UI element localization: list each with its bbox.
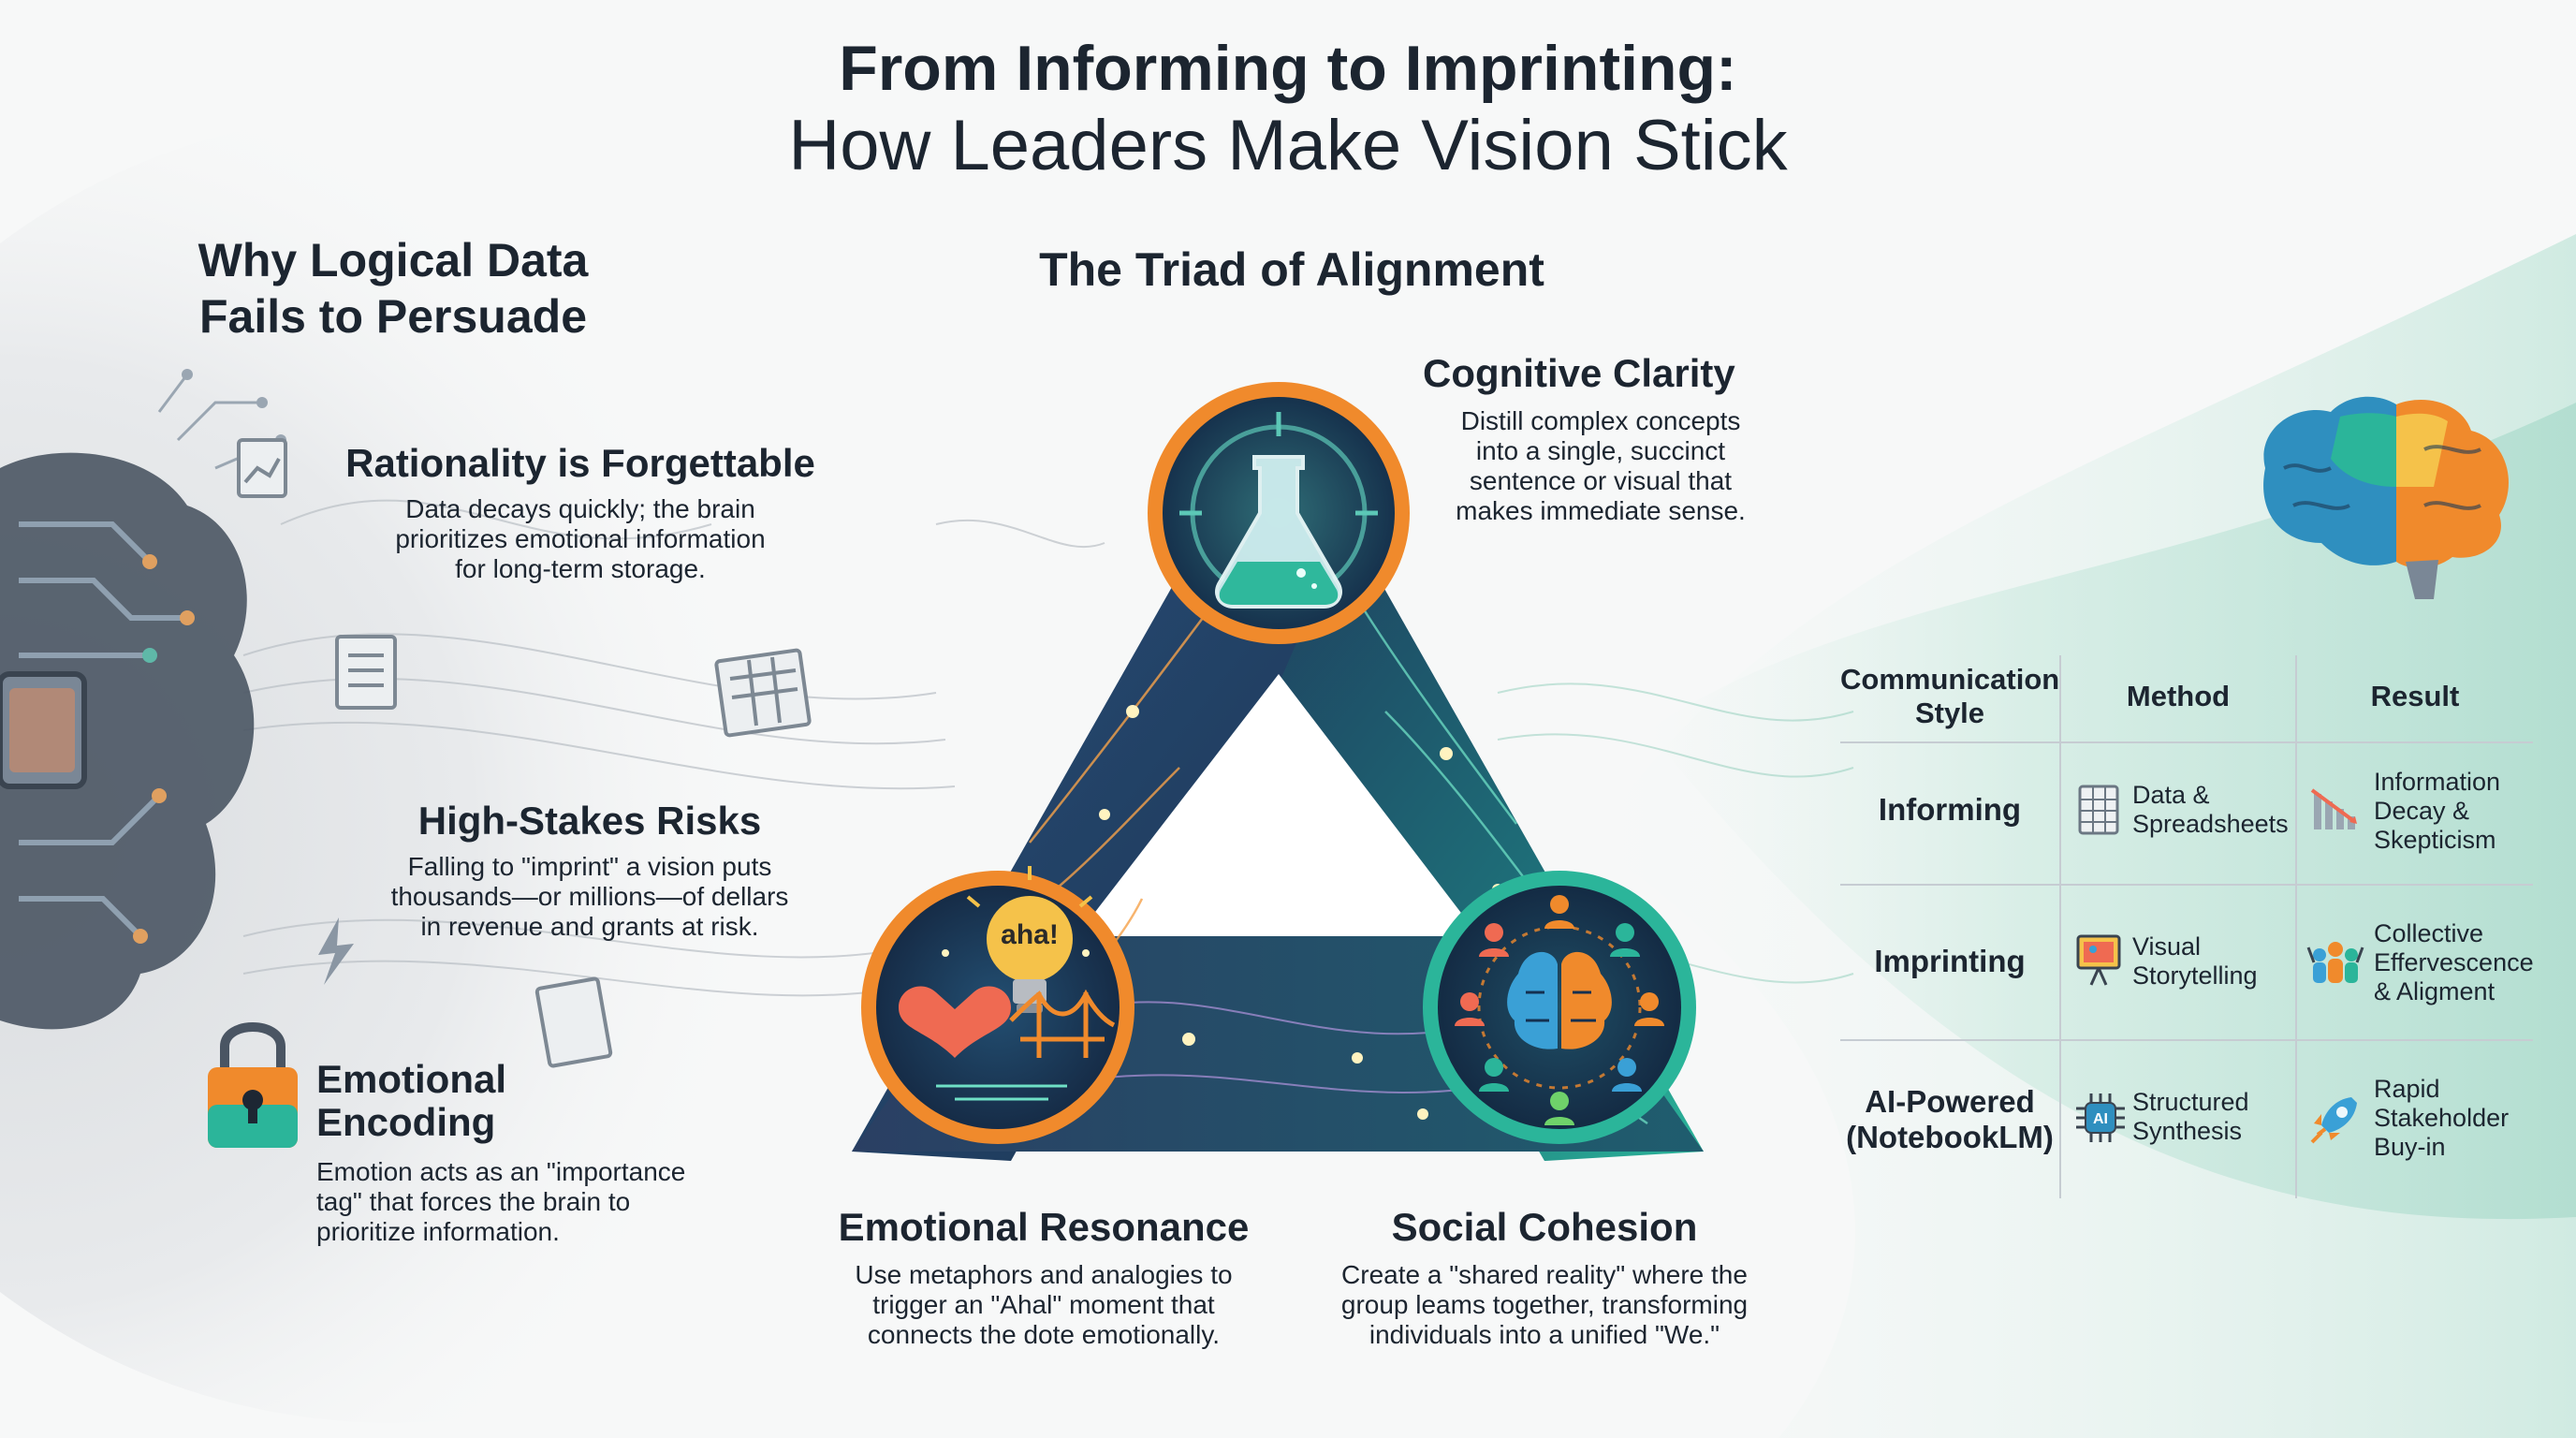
row-label-ai-powered: AI-Powered (NotebookLM) [1840, 1084, 2059, 1155]
cognitive-clarity-line-4: makes immediate sense. [1456, 496, 1746, 525]
cell-result-imprinting-line-1: Collective [2374, 919, 2484, 947]
cognitive-clarity-line-3: sentence or visual that [1469, 466, 1733, 495]
brain-icon [1507, 951, 1612, 1049]
cell-method-imprinting-line-2: Storytelling [2132, 961, 2258, 990]
high-stakes-line-1: Falling to "imprint" a vision puts [407, 852, 772, 881]
cell-method-informing-line-1: Data & [2132, 781, 2210, 809]
cell-method-informing-line-2: Spreadsheets [2132, 810, 2289, 838]
social-cohesion-line-2: group leams together, transforming [1340, 1290, 1749, 1319]
cell-result-ai-powered: Rapid Stakeholder Buy-in [2374, 1075, 2533, 1162]
triad-section-title: The Triad of Alignment [1039, 243, 1544, 296]
cell-result-ai-powered-line-1: Rapid [2374, 1075, 2440, 1103]
header-communication-style: Communication Style [1840, 663, 2059, 730]
cell-result-ai-powered-line-2: Stakeholder [2374, 1104, 2510, 1132]
emotional-resonance-node [861, 866, 1134, 1144]
row-label-imprinting: Imprinting [1874, 944, 2026, 978]
table-divider [1840, 741, 2533, 743]
heart-icon [899, 986, 1011, 1058]
social-cohesion-text: Create a "shared reality" where the grou… [1301, 1260, 1788, 1350]
table-divider [1840, 1039, 2533, 1041]
rationality-line-3: for long-term storage. [455, 554, 706, 583]
cell-method-imprinting: Visual Storytelling [2132, 932, 2301, 990]
social-cohesion-node [1423, 871, 1696, 1144]
colorful-brain-icon [2263, 396, 2509, 599]
cognitive-clarity-line-2: into a single, succinct [1475, 436, 1726, 465]
cell-method-ai-powered-line-2: Synthesis [2132, 1117, 2243, 1145]
ai-chip-label: AI [2093, 1111, 2108, 1127]
cell-result-informing-line-2: Decay & [2374, 797, 2470, 825]
emotional-resonance-heading: Emotional Resonance [838, 1205, 1250, 1249]
flask-icon [1215, 455, 1342, 609]
row-label-ai-powered-line-2: (NotebookLM) [1846, 1120, 2054, 1154]
main-title-line-1: From Informing to Imprinting: [839, 33, 1737, 104]
emotional-encoding-heading-line-1: Emotional [316, 1057, 507, 1101]
lightning-icon [318, 917, 354, 985]
header-result: Result [2370, 680, 2460, 712]
rationality-line-2: prioritizes emotional information [395, 524, 766, 553]
row-label-ai-powered-line-1: AI-Powered [1865, 1084, 2035, 1119]
aha-bulb-text: aha! [1001, 919, 1059, 950]
cell-result-informing: Information Decay & Skepticism [2374, 768, 2533, 855]
header-communication-style-line-1: Communication [1840, 663, 2060, 696]
left-section-title-line-2: Fails to Persuade [198, 290, 588, 343]
spreadsheet-icon [2078, 785, 2119, 835]
table-divider [2059, 655, 2061, 1198]
emotional-resonance-line-2: trigger an "Ahal" moment that [872, 1290, 1215, 1319]
social-cohesion-heading: Social Cohesion [1391, 1205, 1698, 1249]
ai-chip-icon: AI [2076, 1093, 2125, 1142]
row-label-informing: Informing [1878, 792, 2022, 827]
cognitive-clarity-node [1148, 382, 1410, 644]
social-cohesion-line-1: Create a "shared reality" where the [1341, 1260, 1748, 1289]
left-section-title: Why Logical Data Fails to Persuade [150, 232, 637, 345]
rationality-heading: Rationality is Forgettable [345, 441, 815, 485]
emotional-resonance-line-1: Use metaphors and analogies to [855, 1260, 1233, 1289]
header-communication-style-line-2: Style [1914, 697, 1985, 729]
emotional-encoding-text: Emotion acts as an "importance tag" that… [316, 1157, 766, 1247]
rocket-icon [2310, 1097, 2357, 1144]
cognitive-clarity-line-1: Distill complex concepts [1460, 406, 1741, 435]
emotional-encoding-heading-line-2: Encoding [316, 1100, 496, 1144]
emotional-encoding-line-3: prioritize information. [316, 1217, 560, 1246]
table-divider [1840, 884, 2533, 886]
cell-result-imprinting: Collective Effervescence & Aligment [2374, 919, 2534, 1006]
cell-result-imprinting-line-2: Effervescence [2374, 948, 2534, 976]
emotional-encoding-heading: Emotional Encoding [316, 1058, 653, 1144]
rationality-text: Data decays quickly; the brain prioritiz… [318, 494, 842, 584]
cell-result-informing-line-1: Information [2374, 768, 2501, 796]
emotional-resonance-line-3: connects the dote emotionally. [867, 1320, 1221, 1349]
emotional-encoding-line-2: tag" that forces the brain to [316, 1187, 631, 1216]
people-icons [1455, 895, 1664, 1125]
cognitive-clarity-heading: Cognitive Clarity [1423, 351, 1735, 395]
high-stakes-text: Falling to "imprint" a vision puts thous… [328, 852, 852, 942]
bridge-icon [1009, 989, 1116, 1058]
cell-method-imprinting-line-1: Visual [2132, 932, 2202, 961]
cell-method-informing: Data & Spreadsheets [2132, 781, 2301, 839]
table-divider [2295, 655, 2297, 1198]
padlock-icon [208, 1022, 298, 1148]
header-method: Method [2126, 680, 2231, 712]
cell-method-ai-powered-line-1: Structured [2132, 1088, 2249, 1116]
presentation-icon [2076, 934, 2121, 986]
cell-method-ai-powered: Structured Synthesis [2132, 1088, 2301, 1146]
rationality-line-1: Data decays quickly; the brain [405, 494, 755, 523]
high-stakes-line-2: thousands—or millions—of dellars [390, 882, 789, 911]
emotional-resonance-text: Use metaphors and analogies to trigger a… [805, 1260, 1282, 1350]
high-stakes-line-3: in revenue and grants at risk. [420, 912, 759, 941]
cell-result-ai-powered-line-3: Buy-in [2374, 1133, 2446, 1161]
emotional-encoding-line-1: Emotion acts as an "importance [316, 1157, 686, 1186]
group-cheer-icon [2306, 942, 2364, 983]
main-title-line-2: How Leaders Make Vision Stick [788, 106, 1788, 185]
social-cohesion-line-3: individuals into a unified "We." [1368, 1320, 1720, 1349]
high-stakes-heading: High-Stakes Risks [417, 799, 762, 843]
cell-result-informing-line-3: Skepticism [2374, 826, 2496, 854]
left-section-title-line-1: Why Logical Data [198, 234, 589, 286]
circuit-brain-icon [0, 369, 286, 1030]
cognitive-clarity-text: Distill complex concepts into a single, … [1413, 406, 1788, 526]
declining-chart-icon [2310, 788, 2357, 829]
cell-result-imprinting-line-3: & Aligment [2374, 977, 2496, 1005]
spreadsheet-doc-icon [237, 438, 812, 1068]
